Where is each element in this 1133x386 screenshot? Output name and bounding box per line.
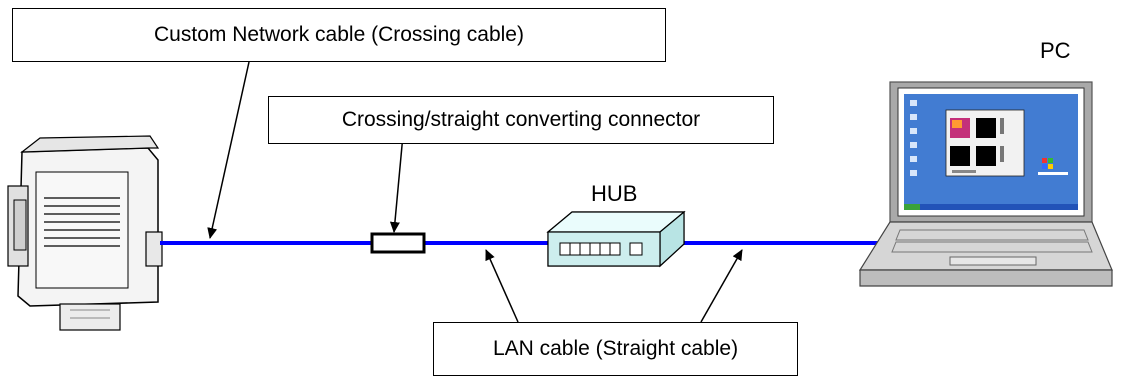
lan-cable-callout: LAN cable (Straight cable) [433, 322, 798, 376]
hub-icon [546, 210, 686, 268]
converting-connector-callout: Crossing/straight converting connector [268, 96, 774, 144]
pc-label: PC [1040, 38, 1071, 63]
connector-icon [370, 232, 426, 254]
custom-network-cable-callout: Custom Network cable (Crossing cable) [12, 8, 666, 62]
camera-icon [7, 135, 163, 331]
laptop-icon [858, 81, 1113, 287]
hub-label: HUB [591, 181, 638, 206]
